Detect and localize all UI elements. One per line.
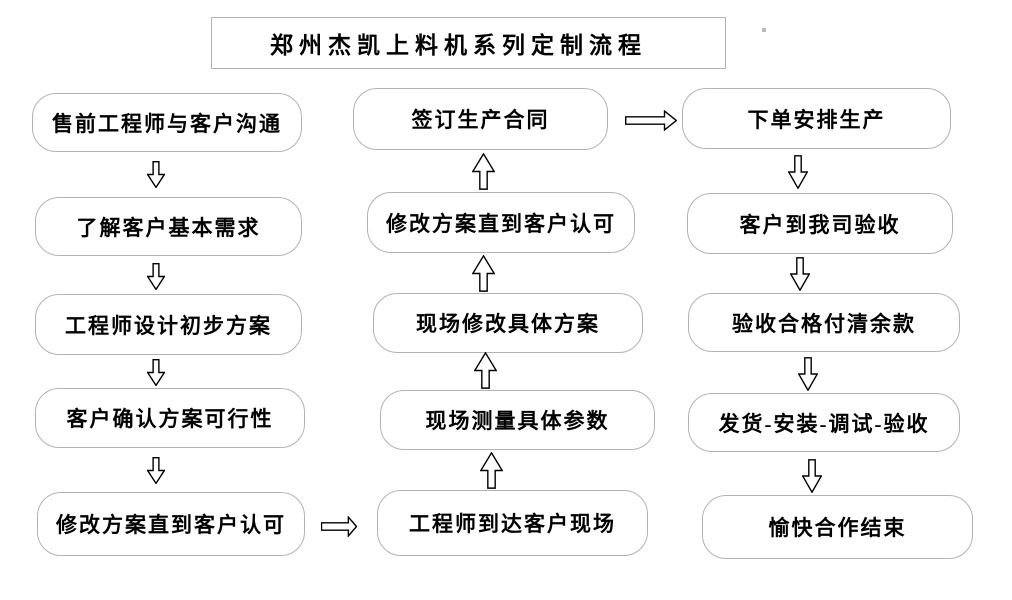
right-arrow-icon: [321, 516, 357, 537]
flow-step-left-4: 客户确认方案可行性: [35, 388, 305, 448]
flow-step-middle-2: 修改方案直到客户认可: [367, 192, 635, 253]
flow-step-right-5: 愉快合作结束: [702, 495, 973, 559]
down-arrow-icon: [147, 359, 165, 386]
flowchart-title: 郑州杰凯上料机系列定制流程: [270, 33, 647, 58]
flow-step-middle-1: 签订生产合同: [353, 88, 608, 150]
flow-step-left-5: 修改方案直到客户认可: [37, 492, 305, 556]
flow-step-middle-4: 现场测量具体参数: [380, 390, 655, 450]
flow-step-middle-3: 现场修改具体方案: [373, 293, 643, 353]
down-arrow-icon: [802, 459, 822, 493]
flow-step-right-4: 发货-安装-调试-验收: [688, 393, 960, 452]
flow-step-right-1: 下单安排生产: [682, 88, 951, 149]
flow-step-middle-5: 工程师到达客户现场: [377, 490, 648, 556]
right-arrow-icon: [625, 110, 677, 131]
up-arrow-icon: [472, 153, 495, 190]
down-arrow-icon: [788, 155, 808, 189]
up-arrow-icon: [472, 255, 495, 292]
down-arrow-icon: [798, 357, 818, 391]
flow-step-left-2: 了解客户基本需求: [35, 197, 302, 256]
flow-step-right-3: 验收合格付清余款: [688, 293, 960, 352]
down-arrow-icon: [147, 263, 165, 290]
down-arrow-icon: [147, 161, 165, 188]
stray-artifact-dot: [762, 28, 766, 32]
up-arrow-icon: [480, 452, 503, 489]
down-arrow-icon: [147, 457, 165, 484]
flowchart-title-box: 郑州杰凯上料机系列定制流程: [211, 17, 726, 69]
down-arrow-icon: [790, 257, 810, 291]
flow-step-right-2: 客户到我司验收: [687, 193, 953, 254]
flow-step-left-1: 售前工程师与客户沟通: [32, 93, 302, 152]
flow-step-left-3: 工程师设计初步方案: [35, 294, 302, 355]
up-arrow-icon: [474, 352, 497, 389]
